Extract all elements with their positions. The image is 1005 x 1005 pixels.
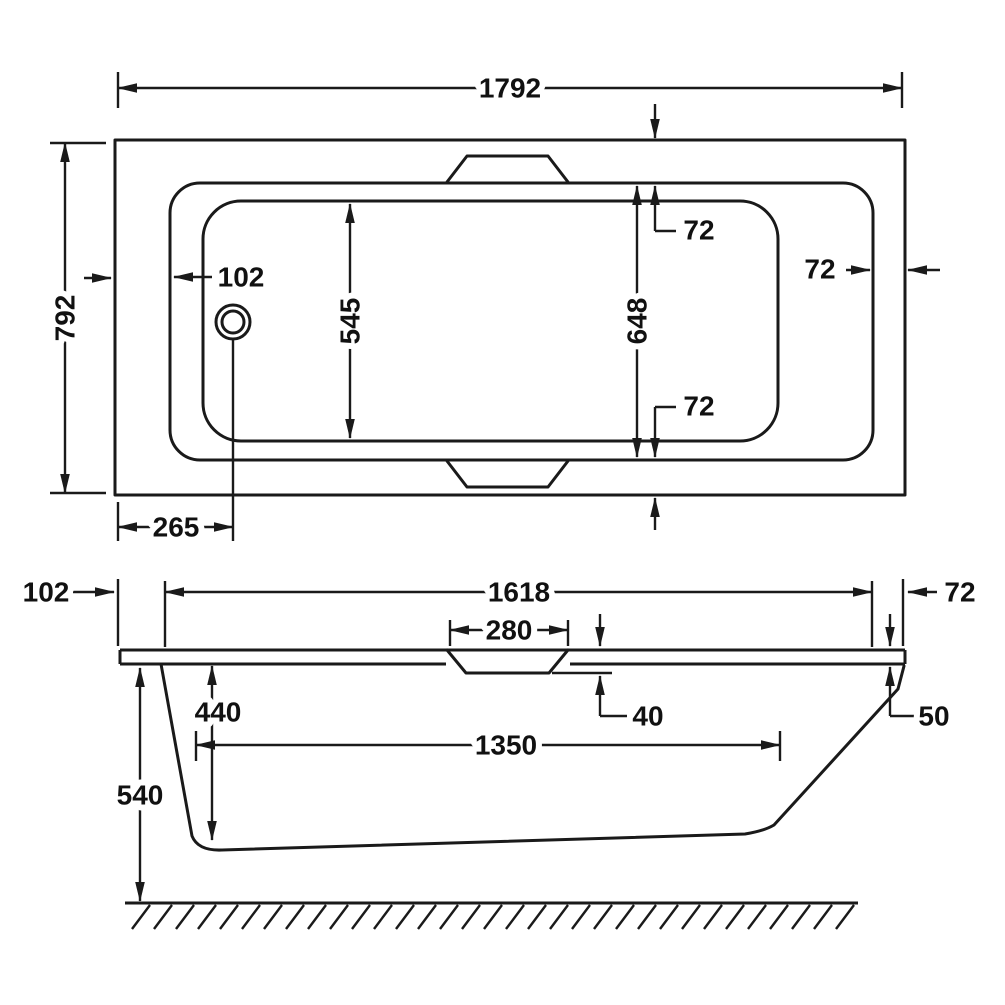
- dim-rim-top-width: 72: [650, 104, 721, 252]
- dim-rim-right-width: 72: [798, 248, 940, 291]
- dim-overall-height: 540: [111, 667, 169, 902]
- dim-label-rim-bottom-width: 72: [683, 391, 714, 422]
- dim-overall-width: 792: [44, 141, 106, 495]
- dim-basin-floor-width: 545: [329, 203, 372, 439]
- dim-inner-rim-length: 1618: [163, 571, 874, 647]
- dim-label-overall-length: 1792: [479, 73, 541, 104]
- dim-rim-left-width: 102: [84, 256, 270, 299]
- dim-label-waste-centre: 265: [153, 512, 200, 543]
- tub-shell-profile: [159, 662, 906, 852]
- dim-label-rim-right-width: 72: [804, 254, 835, 285]
- dim-label-rim-inner-width: 648: [622, 298, 653, 345]
- dim-label-rim-edge-depth: 50: [918, 701, 949, 732]
- grip-recess-top: [445, 154, 570, 184]
- dim-label-rim-left-width: 102: [218, 262, 265, 293]
- dim-rim-overhang-left: 102: [17, 571, 120, 646]
- dim-label-rim-top-width: 72: [683, 215, 714, 246]
- waste-outlet-outer: [214, 303, 252, 341]
- dim-label-side-rim-right: 72: [944, 577, 975, 608]
- dim-rim-inner-width: 648: [616, 185, 659, 458]
- dim-label-internal-depth: 440: [195, 697, 242, 728]
- grip-recess-profile: [445, 648, 570, 675]
- dim-rim-bottom-width: 72: [650, 385, 721, 530]
- dim-label-basin-floor-length: 1350: [475, 730, 537, 761]
- dim-grip-recess-depth: 40: [552, 614, 670, 738]
- dim-label-overall-width: 792: [50, 295, 81, 342]
- dim-waste-centre: 265: [116, 502, 234, 549]
- side-elevation-view: 102 1618 72 280 40: [17, 571, 982, 930]
- dim-rim-edge-depth: 50: [885, 614, 956, 738]
- dim-label-grip-recess-depth: 40: [632, 701, 663, 732]
- bath-outer-edge: [113, 138, 907, 497]
- dim-label-rim-overhang-left: 102: [23, 577, 70, 608]
- dim-label-inner-rim-length: 1618: [488, 577, 550, 608]
- dim-label-grip-recess-width: 280: [486, 615, 533, 646]
- grip-recess-bottom: [445, 459, 570, 489]
- dim-label-basin-floor-width: 545: [335, 298, 366, 345]
- waste-outlet-inner: [220, 309, 246, 335]
- plan-view: 1792 792 102 545 648: [44, 67, 940, 549]
- floor-hatching: [131, 904, 855, 930]
- dim-overall-length: 1792: [116, 67, 904, 110]
- dim-basin-floor-length: 1350: [194, 724, 782, 767]
- dim-grip-recess-width: 280: [448, 609, 570, 652]
- bath-rim-inner-edge: [168, 181, 875, 462]
- dim-label-overall-height: 540: [117, 780, 164, 811]
- bath-basin-floor-edge: [201, 199, 780, 443]
- dim-side-rim-right: 72: [901, 571, 982, 646]
- dim-internal-depth: 440: [189, 665, 247, 841]
